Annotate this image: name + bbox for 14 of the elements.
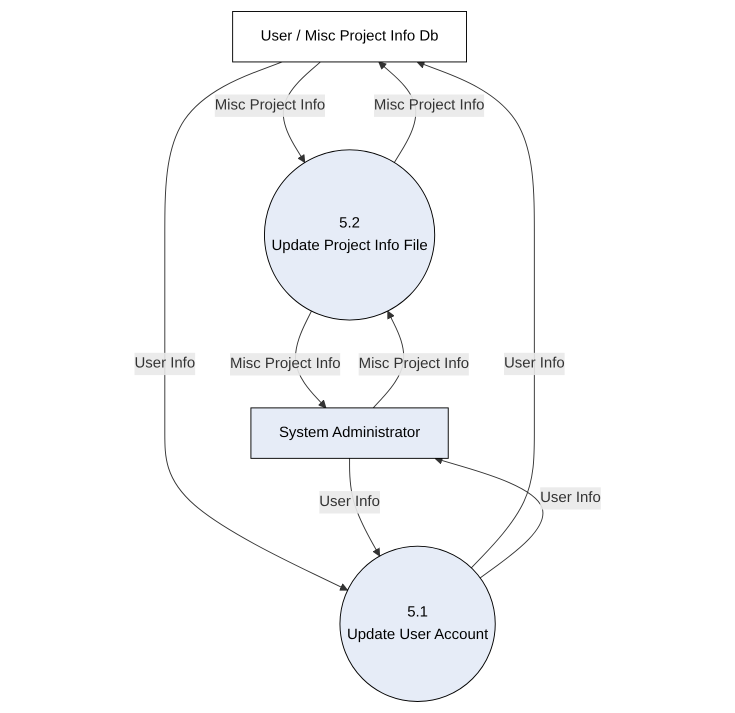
edge-label: Misc Project Info xyxy=(374,97,484,114)
arrow xyxy=(416,60,535,568)
node-box: User / Misc Project Info Db xyxy=(232,11,467,62)
node-circle: 5.1 Update User Account xyxy=(339,546,496,702)
arrow xyxy=(434,456,544,578)
node-circle: 5.2 Update Project Info File xyxy=(264,149,436,321)
edge-label: Misc Project Info xyxy=(214,97,326,114)
node-box: System Administrator xyxy=(250,407,449,459)
edge-label: Misc Project Info xyxy=(230,356,340,372)
edge-label: User Info xyxy=(134,356,196,372)
edge-label: User Info xyxy=(540,490,601,506)
edge-label: User Info xyxy=(319,494,380,510)
edge-label: Misc Project Info xyxy=(358,356,469,372)
edge-label: User Info xyxy=(504,356,565,372)
